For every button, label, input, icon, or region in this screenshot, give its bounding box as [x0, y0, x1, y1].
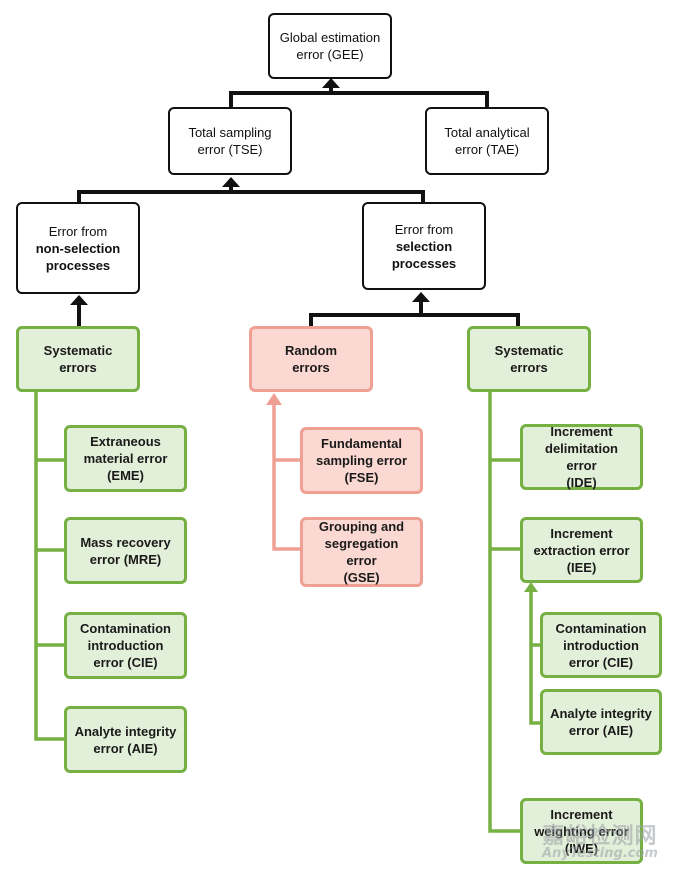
node-non-selection-line1: Error from	[48, 223, 108, 239]
arrowhead-tse	[222, 177, 240, 187]
node-aie-left: Analyte integrity error (AIE)	[64, 706, 187, 773]
node-selection-line3: processes	[391, 255, 457, 271]
watermark-en: AnyTesting.com	[542, 846, 658, 861]
connector-iee	[529, 590, 540, 725]
node-fse: Fundamental sampling error (FSE)	[300, 427, 423, 494]
node-aie-right: Analyte integrity error (AIE)	[540, 689, 662, 755]
watermark: 嘉峪检测网 AnyTesting.com	[525, 818, 675, 861]
node-systematic-right: Systematic errors	[467, 326, 591, 392]
connector-sel	[309, 301, 520, 326]
node-gee: Global estimation error (GEE)	[268, 13, 392, 79]
node-mre: Mass recovery error (MRE)	[64, 517, 187, 584]
arrowhead-nonsel	[70, 295, 88, 305]
connector-gee	[229, 87, 489, 107]
connector-right-systematic	[488, 376, 520, 833]
node-gse: Grouping and segregation error (GSE)	[300, 517, 423, 587]
node-non-selection-line2: non-selection	[35, 240, 121, 256]
node-iee: Increment extraction error (IEE)	[520, 517, 643, 583]
node-systematic-left: Systematic errors	[16, 326, 140, 392]
watermark-cn: 嘉峪检测网	[542, 824, 658, 849]
node-selection-line2: selection	[395, 238, 453, 254]
node-non-selection: Error from non-selection processes	[16, 202, 140, 294]
node-selection: Error from selection processes	[362, 202, 486, 290]
arrowhead-gee	[322, 78, 340, 88]
node-cie-left: Contamination introduction error (CIE)	[64, 612, 187, 679]
node-tae: Total analytical error (TAE)	[425, 107, 549, 175]
node-random: Random errors	[249, 326, 373, 392]
node-selection-line1: Error from	[394, 221, 454, 237]
connector-tse	[77, 186, 425, 202]
node-eme: Extraneous material error (EME)	[64, 425, 187, 492]
arrowhead-sel	[412, 292, 430, 302]
node-tse: Total sampling error (TSE)	[168, 107, 292, 175]
node-ide: Increment delimitation error (IDE)	[520, 424, 643, 490]
node-cie-right: Contamination introduction error (CIE)	[540, 612, 662, 678]
connector-random	[272, 404, 300, 551]
node-iwe: Increment weighting error (IWE)	[520, 798, 643, 864]
arrowhead-iee	[524, 582, 538, 592]
node-non-selection-line3: processes	[45, 257, 111, 273]
connector-left-systematic	[34, 376, 64, 741]
arrowhead-random	[266, 393, 282, 405]
